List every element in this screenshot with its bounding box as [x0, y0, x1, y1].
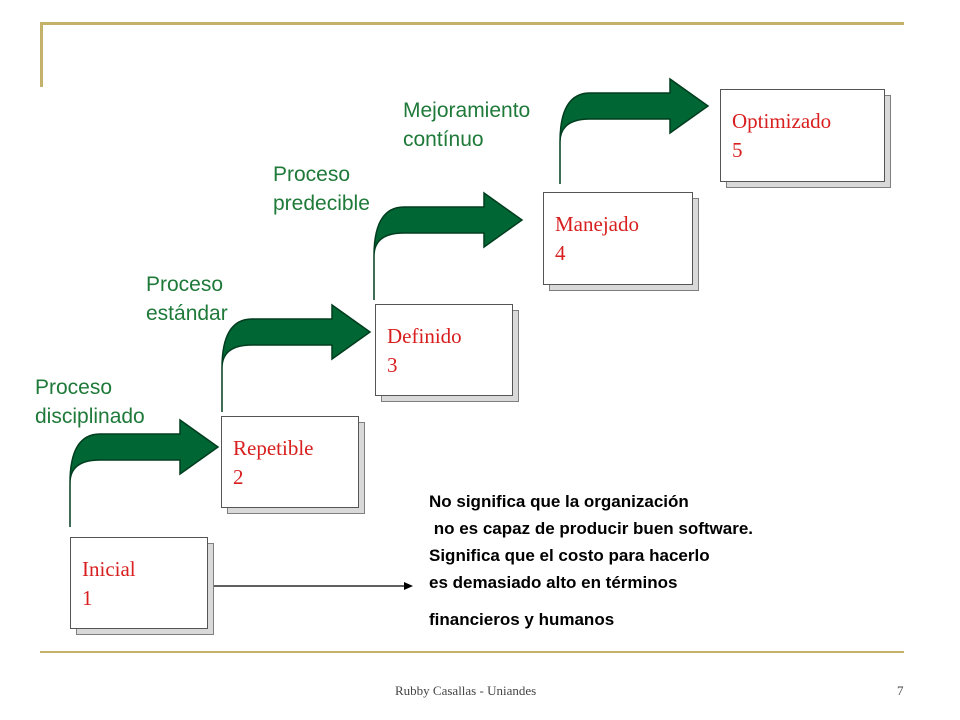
arrow-1-to-2: [69, 418, 220, 527]
level-number: 1: [82, 586, 93, 610]
caption-line1: Mejoramiento: [403, 99, 531, 122]
note-line: no es capaz de producir buen software.: [429, 519, 754, 538]
level-label: Optimizado 5: [732, 107, 831, 165]
caption-proceso-disciplinado: Proceso disciplinado: [35, 373, 145, 431]
frame-bottom-line: [40, 651, 904, 653]
caption-line2: estándar: [146, 302, 228, 325]
note-line: Significa que el costo para hacerlo: [429, 546, 710, 565]
page-number: 7: [897, 683, 904, 698]
level-label: Inicial 1: [82, 555, 136, 613]
level-name: Inicial: [82, 557, 136, 581]
frame-left-line: [40, 22, 43, 87]
level-box-face: [720, 89, 885, 182]
level-number: 3: [387, 353, 398, 377]
footer-author: Rubby Casallas - Uniandes: [395, 683, 537, 698]
arrow-2-to-3: [221, 303, 372, 412]
level-name: Repetible: [233, 436, 314, 460]
level-box-3: Definido 3: [375, 304, 519, 402]
level-number: 5: [732, 138, 743, 162]
note-line: No significa que la organización: [429, 492, 689, 511]
level-box-face: [543, 192, 693, 285]
level-box-5: Optimizado 5: [720, 89, 891, 188]
caption-mejoramiento-continuo: Mejoramiento contínuo: [403, 96, 530, 154]
level-number: 4: [555, 241, 566, 265]
caption-line1: Proceso: [35, 376, 113, 399]
caption-line2: predecible: [273, 192, 370, 215]
note-connector-arrowhead: [404, 582, 413, 590]
caption-proceso-predecible: Proceso predecible: [273, 160, 370, 218]
level-box-face: [375, 304, 513, 396]
level-box-2: Repetible 2: [221, 416, 365, 514]
level-name: Definido: [387, 324, 462, 348]
note-line: es demasiado alto en términos: [429, 573, 678, 592]
level-name: Optimizado: [732, 109, 832, 133]
caption-line1: Proceso: [146, 273, 224, 296]
arrow-3-to-4: [373, 191, 524, 300]
level-box-face: [221, 416, 359, 508]
level-label: Manejado 4: [555, 210, 639, 268]
level-number: 2: [233, 465, 244, 489]
caption-line2: contínuo: [403, 128, 484, 151]
caption-line1: Proceso: [273, 163, 351, 186]
level-box-1: Inicial 1: [70, 537, 214, 635]
level1-note: No significa que la organización no es c…: [429, 488, 753, 633]
level-box-4: Manejado 4: [543, 192, 699, 291]
arrow-4-to-5: [559, 77, 710, 184]
level-name: Manejado: [555, 212, 639, 236]
caption-proceso-estandar: Proceso estándar: [146, 270, 228, 328]
caption-line2: disciplinado: [35, 405, 145, 428]
level-label: Repetible 2: [233, 434, 313, 492]
level-label: Definido 3: [387, 322, 462, 380]
note-line: financieros y humanos: [429, 610, 615, 629]
level-box-face: [70, 537, 208, 629]
frame-top-line: [40, 22, 904, 25]
